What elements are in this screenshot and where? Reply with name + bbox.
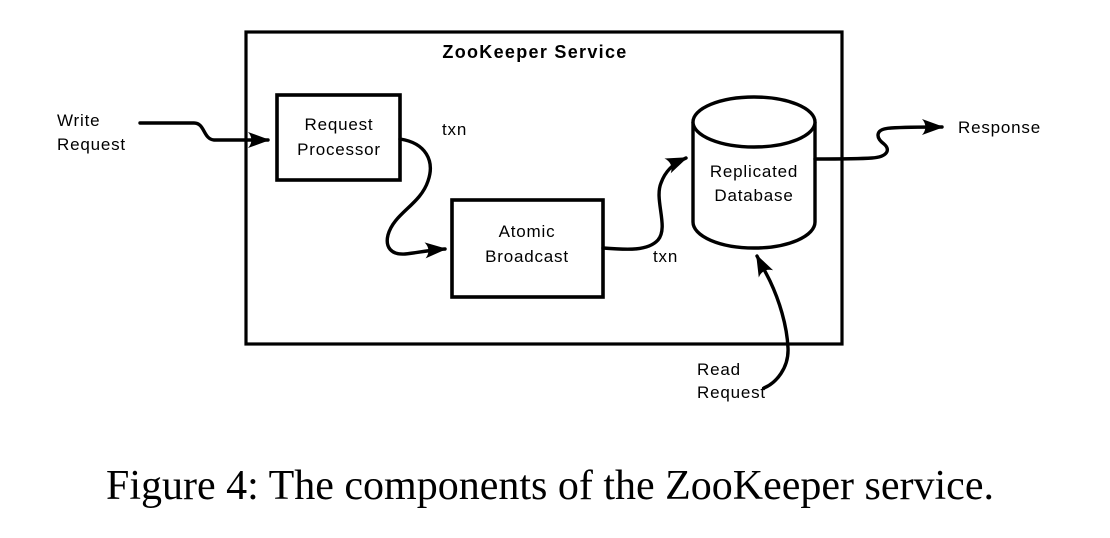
replicated-database-cylinder [691, 95, 817, 250]
request-processor-to-atomic-broadcast-arrow [385, 137, 447, 259]
zookeeper-service-title: ZooKeeper Service [442, 42, 627, 62]
atomic-broadcast-label-line2: Broadcast [485, 247, 569, 266]
cylinder-top [691, 95, 817, 149]
request-processor-label-line1: Request [305, 115, 374, 134]
txn-label-2: txn [653, 247, 678, 266]
cylinder-body [691, 122, 817, 250]
response-arrow [813, 119, 944, 161]
replicated-database-label-line1: Replicated [710, 162, 798, 181]
request-processor-label-line2: Processor [297, 140, 381, 159]
response-label: Response [958, 118, 1041, 137]
read-request-label-line1: Read [697, 360, 741, 379]
request-processor-box [275, 93, 402, 182]
replicated-database-label-line2: Database [714, 186, 793, 205]
write-request-label-line1: Write [57, 111, 100, 130]
atomic-broadcast-to-replicated-database-arrow [601, 156, 688, 251]
write-request-label-line2: Request [57, 135, 126, 154]
zookeeper-components-diagram: ZooKeeper Service Write Request Request … [57, 30, 1041, 402]
read-request-label-line2: Request [697, 383, 766, 402]
txn-label-1: txn [442, 120, 467, 139]
atomic-broadcast-label-line1: Atomic [499, 222, 556, 241]
figure-caption: Figure 4: The components of the ZooKeepe… [106, 463, 994, 509]
write-request-arrow [138, 121, 270, 148]
read-request-arrow [755, 254, 790, 390]
